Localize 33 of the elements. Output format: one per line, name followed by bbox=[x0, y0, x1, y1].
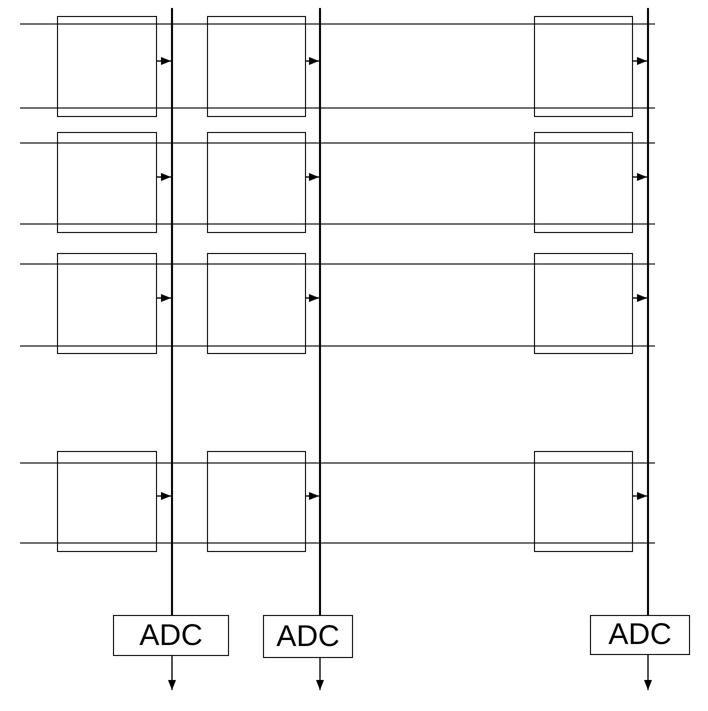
arrow bbox=[157, 57, 171, 65]
pixel-box bbox=[534, 132, 633, 233]
arrow bbox=[316, 658, 324, 690]
converter-box: ADC bbox=[590, 615, 690, 655]
pixel-box bbox=[57, 253, 157, 354]
arrow bbox=[306, 57, 319, 65]
arrow bbox=[168, 656, 176, 690]
arrow bbox=[157, 492, 171, 500]
pixel-box bbox=[57, 16, 157, 117]
column-line bbox=[171, 8, 173, 595]
pixel-box bbox=[207, 16, 306, 117]
arrow bbox=[633, 57, 647, 65]
arrow bbox=[306, 294, 319, 302]
arrow bbox=[633, 173, 647, 181]
arrow bbox=[306, 492, 319, 500]
pixel-box bbox=[207, 132, 306, 233]
column-line bbox=[319, 8, 321, 595]
converter-box: ADC bbox=[113, 615, 229, 656]
converter-box: ADC bbox=[263, 615, 353, 658]
pixel-box bbox=[207, 253, 306, 354]
column-line bbox=[647, 8, 649, 595]
pixel-box bbox=[57, 132, 157, 233]
pixel-box bbox=[207, 451, 306, 552]
pixel-box bbox=[534, 451, 633, 552]
arrow bbox=[633, 492, 647, 500]
arrow bbox=[157, 294, 171, 302]
arrow bbox=[633, 294, 647, 302]
arrow bbox=[644, 655, 652, 690]
pixel-box bbox=[534, 253, 633, 354]
arrow bbox=[306, 173, 319, 181]
pixel-box bbox=[57, 451, 157, 552]
pixel-box bbox=[534, 16, 633, 117]
arrow bbox=[157, 173, 171, 181]
